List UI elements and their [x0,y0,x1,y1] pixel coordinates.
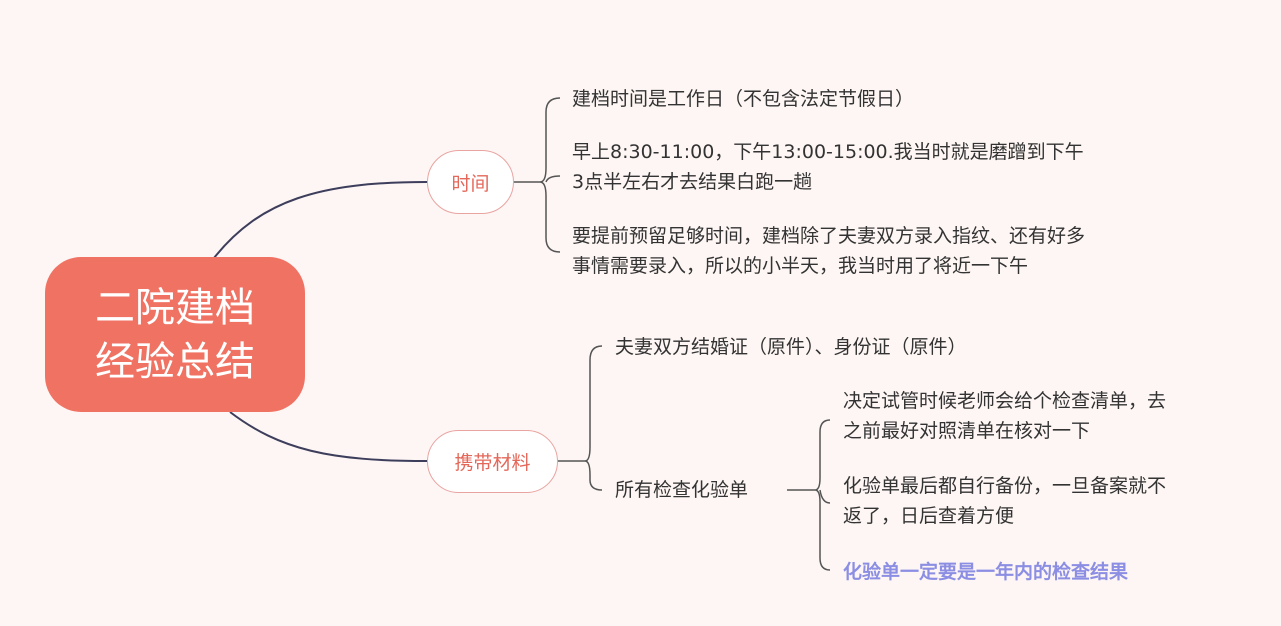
leaf-text: 事情需要录入，所以的小半天，我当时用了将近一下午 [572,255,1029,277]
brace-time [513,97,561,253]
root-title-line2: 经验总结 [95,338,255,385]
leaf-text: 返了，日后查着方便 [843,505,1015,527]
leaf-text: 早上8:30-11:00，下午13:00-15:00.我当时就是磨蹭到下午 [572,141,1084,163]
topic-label: 携带材料 [454,452,531,474]
leaf-text: 建档时间是工作日（不包含法定节假日） [572,88,915,110]
leaf-text: 夫妻双方结婚证（原件）、身份证（原件） [615,336,967,358]
topic-label: 时间 [451,172,490,195]
link-root-materials [229,411,428,462]
leaf-text: 之前最好对照清单在核对一下 [843,420,1091,442]
leaf-backup[interactable]: 化验单最后都自行备份，一旦备案就不 返了，日后查着方便 [843,471,1166,531]
leaf-text: 化验单一定要是一年内的检查结果 [843,561,1129,583]
brace-materials [557,345,603,491]
leaf-workday[interactable]: 建档时间是工作日（不包含法定节假日） [572,84,914,114]
root-node[interactable]: 二院建档 经验总结 [45,257,305,412]
leaf-text: 要提前预留足够时间，建档除了夫妻双方录入指纹、还有好多 [572,225,1086,247]
topic-time[interactable]: 时间 [427,150,514,214]
leaf-all-reports[interactable]: 所有检查化验单 [615,475,748,505]
leaf-checklist[interactable]: 决定试管时候老师会给个检查清单，去 之前最好对照清单在核对一下 [843,386,1166,446]
leaf-text: 决定试管时候老师会给个检查清单，去 [843,390,1167,412]
root-title-line1: 二院建档 [95,284,255,331]
brace-reports [787,419,831,571]
leaf-reserve-time[interactable]: 要提前预留足够时间，建档除了夫妻双方录入指纹、还有好多 事情需要录入，所以的小半… [572,221,1085,281]
leaf-hours[interactable]: 早上8:30-11:00，下午13:00-15:00.我当时就是磨蹭到下午 3点… [572,137,1084,197]
topic-materials[interactable]: 携带材料 [427,430,558,493]
leaf-within-one-year[interactable]: 化验单一定要是一年内的检查结果 [843,557,1128,587]
leaf-text: 化验单最后都自行备份，一旦备案就不 [843,475,1167,497]
leaf-text: 3点半左右才去结果白跑一趟 [572,171,813,193]
leaf-text: 所有检查化验单 [615,479,749,501]
leaf-certificates[interactable]: 夫妻双方结婚证（原件）、身份证（原件） [615,332,967,362]
link-root-time [213,181,428,259]
